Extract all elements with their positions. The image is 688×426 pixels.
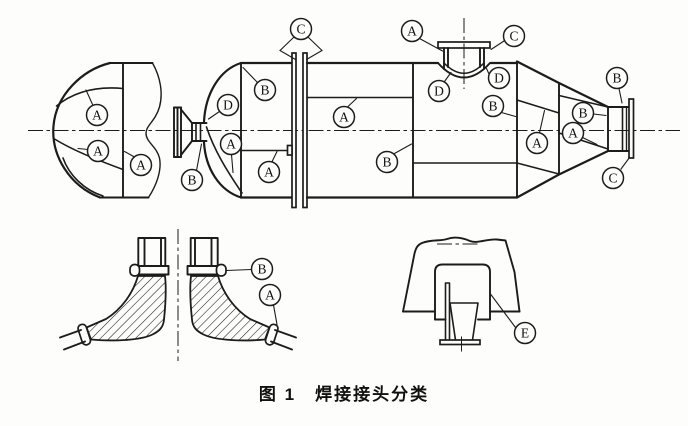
joint-label-d-left-nozzle-to-head: D: [207, 93, 240, 120]
main-vessel-view: [173, 18, 635, 209]
joint-label-a-cone1-long-weld: A: [525, 109, 549, 155]
svg-text:D: D: [434, 84, 444, 99]
nozzle-joint-collar: [215, 263, 227, 277]
svg-text:C: C: [608, 171, 617, 186]
svg-text:A: A: [136, 158, 146, 173]
svg-text:B: B: [488, 99, 497, 114]
joint-labels: A A A B D B A A: [77, 17, 631, 345]
joint-label-a-head-petal-1: A: [85, 89, 109, 127]
svg-text:D: D: [494, 71, 504, 86]
svg-text:A: A: [407, 24, 417, 39]
break-line: [145, 62, 162, 199]
joint-label-c-manway-flange: C: [490, 24, 526, 51]
figure-caption: 图 1 焊接接头分类: [258, 385, 430, 404]
joint-label-b-cone-to-cylinder: B: [571, 101, 607, 125]
joint-label-d-manway-to-shell-left: D: [427, 71, 452, 103]
flange-disc: [628, 98, 635, 159]
svg-text:A: A: [264, 165, 274, 180]
support-bracket: [434, 263, 491, 321]
head-seam-weld: [205, 126, 243, 194]
left-nozzle: [173, 106, 208, 158]
forged-transition-left-half: [59, 237, 170, 351]
joint-label-a-forging-shell-joint: A: [258, 283, 282, 326]
joint-label-a-course1-long-weld: A: [257, 150, 281, 184]
svg-text:A: A: [92, 108, 102, 123]
joint-label-a-manway-neck: A: [400, 19, 444, 52]
girth-flange-pair: [286, 52, 308, 209]
joint-label-a-head-seam: A: [219, 132, 243, 174]
joint-label-a-cone2-long-weld: A: [561, 121, 598, 146]
left-head: [202, 61, 243, 199]
gusset-plate: [444, 282, 451, 341]
cone1-long-welds: [516, 99, 560, 175]
svg-text:A: A: [568, 126, 578, 141]
neck-butt-weld: [195, 122, 202, 142]
svg-text:A: A: [532, 136, 542, 151]
base-plate: [439, 339, 481, 346]
joint-label-a-head-chord: A: [123, 150, 153, 177]
joint-label-b-cylinder-to-flange: B: [605, 66, 629, 104]
cone-section: [515, 60, 610, 199]
svg-text:A: A: [226, 137, 236, 152]
joint-label-b-shell-to-cone: B: [481, 94, 517, 118]
joint-label-a-head-petal-2: A: [77, 139, 110, 163]
joint-label-b-head-to-shell: B: [242, 66, 277, 102]
segmented-head-view: [52, 61, 162, 199]
svg-text:C: C: [296, 22, 305, 37]
joint-label-c-girth-flange: C: [279, 17, 323, 61]
shell-fragment: [402, 236, 521, 313]
svg-text:B: B: [260, 83, 269, 98]
forged-flare-section: [189, 275, 271, 342]
svg-text:D: D: [223, 98, 233, 113]
head-petal-weld-upper: [55, 87, 124, 107]
svg-text:A: A: [265, 288, 275, 303]
joint-label-b-left-nozzle-neck: B: [180, 143, 204, 192]
svg-text:B: B: [578, 106, 587, 121]
support-foot: [449, 302, 479, 341]
svg-text:A: A: [339, 110, 349, 125]
joint-label-e-support-weld: E: [489, 293, 537, 345]
svg-text:A: A: [93, 144, 103, 159]
joint-label-b-mid-circ-weld: B: [375, 143, 413, 174]
end-flange: [607, 98, 635, 159]
svg-text:B: B: [257, 262, 266, 277]
joint-label-b-forging-nozzle-joint: B: [225, 257, 274, 281]
svg-text:B: B: [612, 71, 621, 86]
joint-label-a-course2-long-weld: A: [332, 97, 358, 129]
support-attachment-detail: [402, 236, 521, 354]
svg-text:B: B: [187, 173, 196, 188]
forged-transition-detail: [59, 229, 297, 361]
head-petal-weld-bottom: [62, 157, 104, 197]
head-petal-weld-lower: [53, 138, 124, 171]
svg-text:B: B: [382, 155, 391, 170]
svg-text:C: C: [509, 29, 518, 44]
joint-label-d-manway-to-shell-right: D: [485, 66, 511, 90]
manway-nozzle: [437, 18, 491, 89]
svg-text:E: E: [521, 326, 529, 341]
joint-label-c-end-flange: C: [601, 156, 631, 190]
forged-transition-right-half: [186, 237, 297, 351]
outlet-pipe: [270, 329, 297, 351]
